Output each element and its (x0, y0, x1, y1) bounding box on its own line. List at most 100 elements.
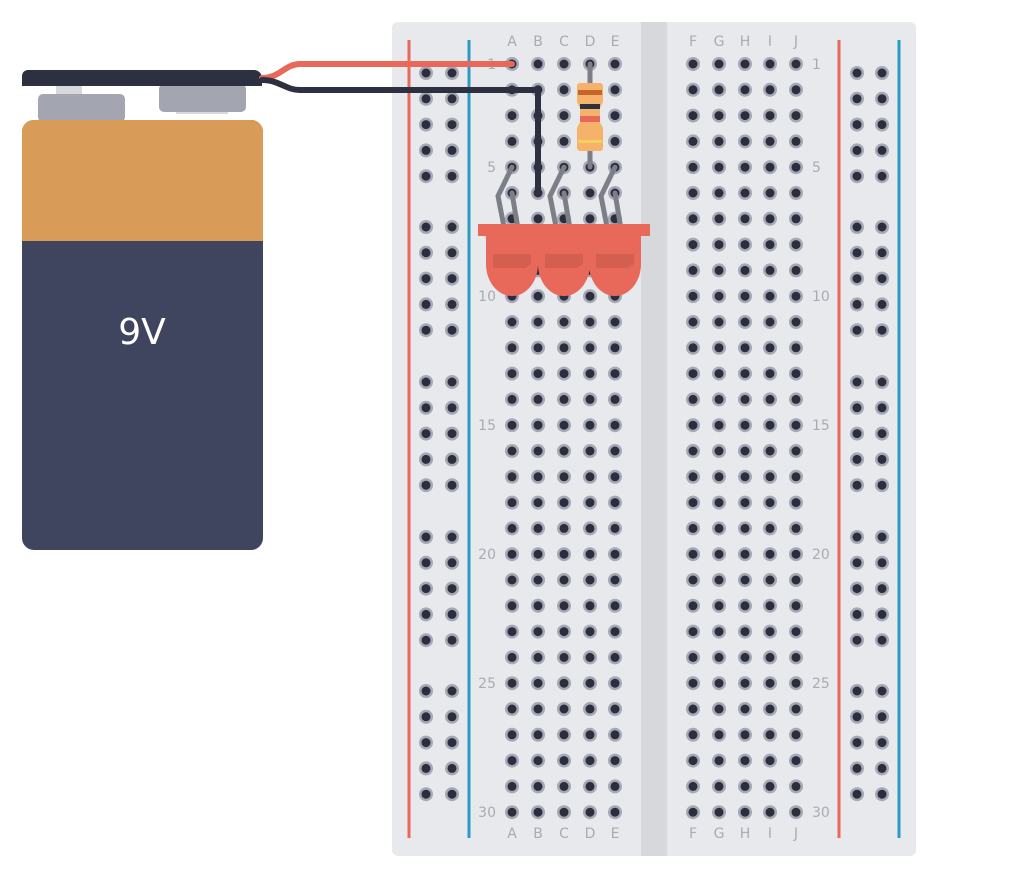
hole-G5[interactable] (712, 160, 726, 175)
rail-hole-left-pos[interactable] (419, 787, 433, 802)
rail-hole-left-pos[interactable] (419, 709, 433, 724)
hole-A20[interactable] (505, 547, 519, 562)
rail-hole-right-neg[interactable] (875, 684, 889, 698)
resistor[interactable] (577, 61, 603, 170)
hole-F23[interactable] (686, 624, 700, 639)
hole-G16[interactable] (712, 444, 726, 458)
hole-B29[interactable] (531, 779, 545, 794)
rail-hole-left-pos[interactable] (419, 400, 433, 415)
rail-hole-right-pos[interactable] (850, 607, 864, 622)
hole-F14[interactable] (686, 392, 700, 407)
rail-hole-left-neg[interactable] (445, 633, 459, 648)
hole-D27[interactable] (583, 727, 597, 742)
hole-B11[interactable] (531, 315, 545, 329)
led-3[interactable] (589, 234, 641, 296)
hole-B15[interactable] (531, 418, 545, 433)
rail-hole-right-neg[interactable] (875, 400, 889, 415)
hole-H23[interactable] (738, 624, 752, 639)
hole-C11[interactable] (557, 315, 571, 329)
hole-C12[interactable] (557, 340, 571, 355)
hole-E17[interactable] (608, 469, 622, 484)
rail-hole-left-pos[interactable] (419, 607, 433, 622)
hole-H26[interactable] (738, 702, 752, 716)
hole-A17[interactable] (505, 469, 519, 484)
hole-F3[interactable] (686, 108, 700, 123)
hole-F30[interactable] (686, 805, 700, 820)
hole-I22[interactable] (763, 598, 777, 613)
hole-D20[interactable] (583, 547, 597, 562)
rail-hole-right-neg[interactable] (875, 271, 889, 286)
rail-hole-right-neg[interactable] (875, 323, 889, 338)
hole-G10[interactable] (712, 289, 726, 304)
hole-B22[interactable] (531, 598, 545, 613)
hole-A16[interactable] (505, 444, 519, 458)
hole-D12[interactable] (583, 340, 597, 355)
battery-9v[interactable]: 9V (22, 70, 263, 550)
hole-D10[interactable] (583, 289, 597, 304)
hole-A23[interactable] (505, 624, 519, 639)
hole-F27[interactable] (686, 727, 700, 742)
hole-F12[interactable] (686, 340, 700, 355)
rail-hole-left-pos[interactable] (419, 684, 433, 698)
hole-J23[interactable] (789, 624, 803, 639)
hole-D16[interactable] (583, 444, 597, 458)
hole-J17[interactable] (789, 469, 803, 484)
hole-H20[interactable] (738, 547, 752, 562)
hole-A14[interactable] (505, 392, 519, 407)
rail-hole-left-neg[interactable] (445, 375, 459, 389)
hole-I12[interactable] (763, 340, 777, 355)
rail-hole-left-neg[interactable] (445, 323, 459, 338)
hole-E24[interactable] (608, 650, 622, 665)
hole-E19[interactable] (608, 521, 622, 536)
hole-A13[interactable] (505, 366, 519, 381)
rail-hole-left-neg[interactable] (445, 220, 459, 234)
hole-H4[interactable] (738, 134, 752, 149)
hole-D26[interactable] (583, 702, 597, 716)
hole-F26[interactable] (686, 702, 700, 716)
hole-J1[interactable] (789, 57, 803, 71)
hole-F18[interactable] (686, 495, 700, 510)
rail-hole-right-pos[interactable] (850, 117, 864, 132)
hole-C19[interactable] (557, 521, 571, 536)
hole-A18[interactable] (505, 495, 519, 510)
rail-hole-right-pos[interactable] (850, 375, 864, 389)
rail-hole-left-pos[interactable] (419, 633, 433, 648)
hole-F28[interactable] (686, 753, 700, 768)
rail-hole-left-neg[interactable] (445, 117, 459, 132)
hole-F20[interactable] (686, 547, 700, 562)
hole-C23[interactable] (557, 624, 571, 639)
hole-C1[interactable] (557, 57, 571, 71)
rail-hole-left-neg[interactable] (445, 452, 459, 467)
rail-hole-right-neg[interactable] (875, 375, 889, 389)
hole-B18[interactable] (531, 495, 545, 510)
hole-A22[interactable] (505, 598, 519, 613)
hole-C29[interactable] (557, 779, 571, 794)
rail-hole-right-neg[interactable] (875, 220, 889, 234)
hole-C20[interactable] (557, 547, 571, 562)
hole-B12[interactable] (531, 340, 545, 355)
hole-F25[interactable] (686, 676, 700, 691)
rail-hole-right-neg[interactable] (875, 555, 889, 570)
hole-A4[interactable] (505, 134, 519, 149)
hole-G4[interactable] (712, 134, 726, 149)
hole-H8[interactable] (738, 237, 752, 252)
hole-J26[interactable] (789, 702, 803, 716)
hole-F8[interactable] (686, 237, 700, 252)
hole-D17[interactable] (583, 469, 597, 484)
hole-I17[interactable] (763, 469, 777, 484)
hole-A29[interactable] (505, 779, 519, 794)
hole-H29[interactable] (738, 779, 752, 794)
hole-E29[interactable] (608, 779, 622, 794)
hole-H15[interactable] (738, 418, 752, 433)
hole-A12[interactable] (505, 340, 519, 355)
hole-J7[interactable] (789, 211, 803, 226)
hole-I1[interactable] (763, 57, 777, 71)
hole-C30[interactable] (557, 805, 571, 820)
hole-G17[interactable] (712, 469, 726, 484)
rail-hole-right-neg[interactable] (875, 426, 889, 441)
hole-J29[interactable] (789, 779, 803, 794)
hole-I16[interactable] (763, 444, 777, 458)
hole-H22[interactable] (738, 598, 752, 613)
rail-hole-left-neg[interactable] (445, 607, 459, 622)
